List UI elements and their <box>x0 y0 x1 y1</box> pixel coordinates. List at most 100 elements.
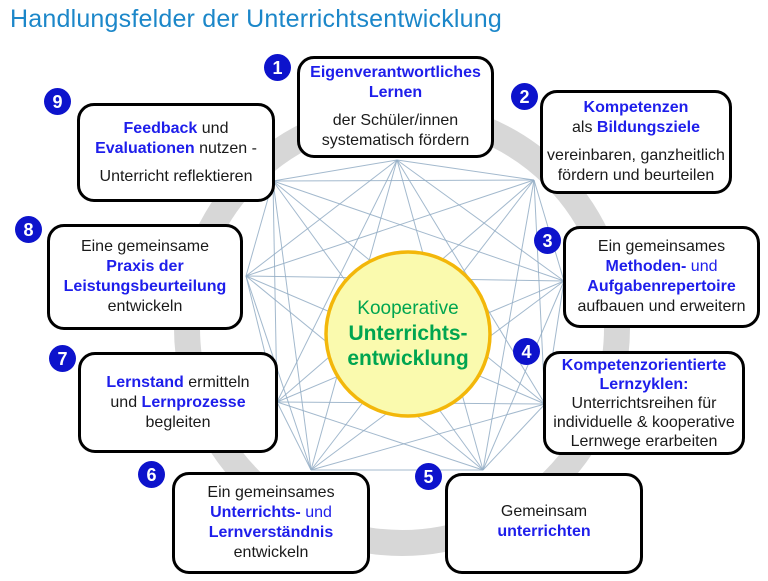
text-line: Ein gemeinsames <box>207 483 334 503</box>
number-badge-6: 6 <box>138 461 165 488</box>
text-span: und <box>110 393 142 411</box>
text-line: Praxis der <box>106 257 183 277</box>
network-edge <box>276 401 484 471</box>
text-span: systematisch fördern <box>321 132 470 149</box>
number-badge-7: 7 <box>49 345 76 372</box>
network-edge <box>272 159 398 182</box>
text-span: fördern und beurteilen <box>557 167 715 184</box>
text-span: Eigenverantwortliches <box>310 64 481 81</box>
text-span: entwickeln <box>107 298 183 315</box>
text-line: Kompetenzorientierte <box>562 356 726 375</box>
text-span: Lernen <box>368 84 423 101</box>
text-line: Lernen <box>369 83 422 103</box>
text-span: Lernprozesse <box>141 393 246 411</box>
text-span: begleiten <box>145 413 211 431</box>
text-span: Praxis der <box>106 258 184 275</box>
text-line: Lernwege erarbeiten <box>571 432 718 451</box>
text-line: Ein gemeinsames <box>598 237 725 257</box>
text-line: Unterrichtsreihen für <box>572 394 717 413</box>
text-span: Methoden- <box>605 258 687 275</box>
text-span: und <box>300 504 332 521</box>
text-span: ermitteln <box>183 373 250 391</box>
text-span: Kompetenzorientierte <box>561 356 727 374</box>
text-line: Kompetenzen <box>584 98 689 118</box>
number-badge-1: 1 <box>264 54 291 81</box>
text-span: unterrichten <box>497 523 591 540</box>
text-line: Evaluationen nutzen - <box>95 139 257 159</box>
text-span: entwickeln <box>233 544 309 561</box>
text-line: als Bildungsziele <box>572 118 700 138</box>
text-line: entwickeln <box>108 297 183 317</box>
text-line: entwickeln <box>234 543 309 563</box>
text-line: Methoden- und <box>605 257 717 277</box>
center-line-1: Kooperative <box>357 298 459 319</box>
text-line: Leistungsbeurteilung <box>64 277 227 297</box>
center-line-3: entwicklung <box>347 347 469 370</box>
text-line: aufbauen und erweitern <box>577 297 745 317</box>
network-edge <box>245 159 398 277</box>
center-line-2: Unterrichts- <box>348 322 468 345</box>
text-line: Unterrichts- und <box>210 503 332 523</box>
text-line: Lernstand ermitteln <box>106 373 249 393</box>
text-line: Lernverständnis <box>209 523 333 543</box>
text-span: Aufgabenrepertoire <box>587 278 736 295</box>
text-line: fördern und beurteilen <box>558 166 715 186</box>
page-title: Handlungsfelder der Unterrichtsentwicklu… <box>10 5 502 33</box>
network-edge <box>272 179 535 182</box>
network-edge <box>482 403 546 471</box>
network-edge <box>245 275 312 471</box>
network-edge <box>276 401 312 471</box>
text-line: Unterricht reflektieren <box>100 167 253 187</box>
text-line: systematisch fördern <box>322 131 470 151</box>
number-badge-9: 9 <box>44 88 71 115</box>
text-span: und <box>197 119 229 137</box>
text-line: der Schüler/innen <box>333 111 458 131</box>
text-span: Lernstand <box>106 373 184 391</box>
text-span: Bildungsziele <box>596 119 701 136</box>
text-span: Lernwege erarbeiten <box>570 432 718 450</box>
text-span: Lernverständnis <box>208 524 334 541</box>
text-span: vereinbaren, ganzheitlich <box>547 147 725 164</box>
text-line: Feedback und <box>124 119 229 139</box>
text-span: Lernzyklen: <box>599 375 689 393</box>
text-span: Leistungsbeurteilung <box>63 278 227 295</box>
center-label: Kooperative Unterrichts- entwicklung <box>318 297 498 371</box>
text-span: Feedback <box>123 119 198 137</box>
number-badge-5: 5 <box>415 463 442 490</box>
text-span: Ein gemeinsames <box>597 238 726 255</box>
text-line: Eigenverantwortliches <box>310 63 481 83</box>
text-span: und <box>686 258 718 275</box>
network-edge <box>396 159 535 181</box>
text-span: Evaluationen <box>95 139 195 157</box>
text-span: Unterricht reflektieren <box>99 167 253 185</box>
text-line: Aufgabenrepertoire <box>587 277 735 297</box>
number-badge-3: 3 <box>534 227 561 254</box>
text-line: Eine gemeinsame <box>81 237 209 257</box>
text-span: der Schüler/innen <box>332 112 459 129</box>
text-span: Unterrichtsreihen für <box>571 394 717 412</box>
text-line: individuelle & kooperative <box>553 413 734 432</box>
number-badge-4: 4 <box>513 338 540 365</box>
text-line: und Lernprozesse <box>110 393 245 413</box>
number-badge-8: 8 <box>15 216 42 243</box>
network-edge <box>245 179 535 277</box>
number-badge-2: 2 <box>511 83 538 110</box>
network-edge <box>482 179 535 471</box>
text-span: Gemeinsam <box>500 503 588 520</box>
network-edge <box>310 403 546 471</box>
text-span: als <box>571 119 597 136</box>
text-line: unterrichten <box>497 522 590 542</box>
text-line: vereinbaren, ganzheitlich <box>547 146 725 166</box>
text-span: aufbauen und erweitern <box>577 298 746 315</box>
text-span: nutzen - <box>194 139 257 157</box>
text-line: Lernzyklen: <box>600 375 689 394</box>
text-span: Kompetenzen <box>583 99 689 116</box>
text-span: individuelle & kooperative <box>553 413 735 431</box>
center-circle <box>324 250 492 418</box>
